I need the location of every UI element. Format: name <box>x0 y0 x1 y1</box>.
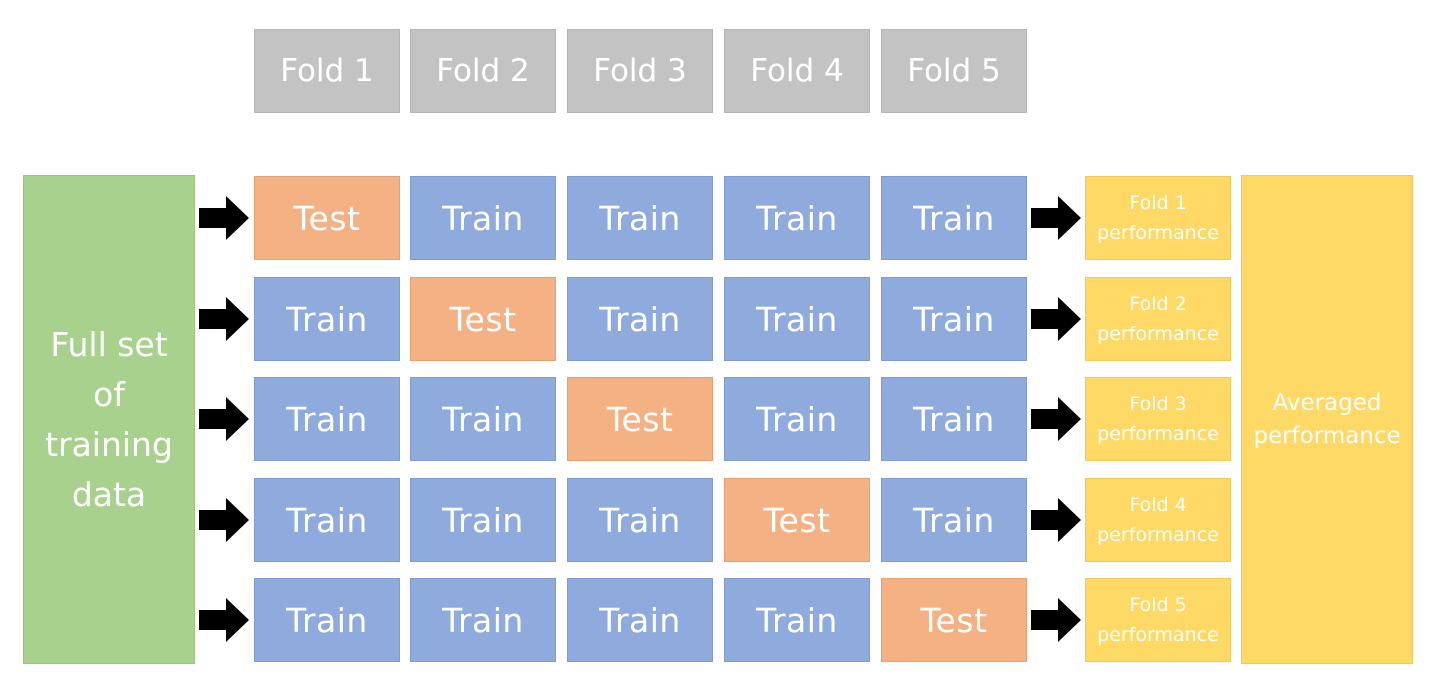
averaged-performance-block: Averaged performance <box>1241 175 1413 664</box>
train-cell: Train <box>410 377 556 461</box>
output-arrow-icon <box>1031 297 1081 341</box>
train-cell: Train <box>724 377 870 461</box>
input-arrow-icon <box>199 297 249 341</box>
fold-performance-box: Fold 4 performance <box>1085 478 1231 562</box>
train-cell: Train <box>724 176 870 260</box>
train-cell: Train <box>881 478 1027 562</box>
output-arrow-icon <box>1031 196 1081 240</box>
train-cell: Train <box>724 578 870 662</box>
train-cell: Train <box>724 277 870 361</box>
train-cell: Train <box>254 578 400 662</box>
test-cell: Test <box>410 277 556 361</box>
output-arrow-icon <box>1031 598 1081 642</box>
input-arrow-icon <box>199 196 249 240</box>
train-cell: Train <box>410 176 556 260</box>
train-cell: Train <box>881 377 1027 461</box>
fold-performance-box: Fold 3 performance <box>1085 377 1231 461</box>
test-cell: Test <box>881 578 1027 662</box>
test-cell: Test <box>567 377 713 461</box>
test-cell: Test <box>254 176 400 260</box>
header-fold-4: Fold 4 <box>724 29 870 113</box>
fold-performance-box: Fold 2 performance <box>1085 277 1231 361</box>
train-cell: Train <box>567 176 713 260</box>
train-cell: Train <box>567 277 713 361</box>
train-cell: Train <box>410 578 556 662</box>
header-fold-5: Fold 5 <box>881 29 1027 113</box>
full-training-data-block: Full set of training data <box>23 175 195 664</box>
train-cell: Train <box>254 478 400 562</box>
train-cell: Train <box>410 478 556 562</box>
train-cell: Train <box>567 478 713 562</box>
input-arrow-icon <box>199 498 249 542</box>
train-cell: Train <box>254 377 400 461</box>
output-arrow-icon <box>1031 498 1081 542</box>
header-fold-1: Fold 1 <box>254 29 400 113</box>
train-cell: Train <box>881 277 1027 361</box>
output-arrow-icon <box>1031 397 1081 441</box>
header-fold-2: Fold 2 <box>410 29 556 113</box>
fold-performance-box: Fold 5 performance <box>1085 578 1231 662</box>
input-arrow-icon <box>199 598 249 642</box>
test-cell: Test <box>724 478 870 562</box>
train-cell: Train <box>567 578 713 662</box>
train-cell: Train <box>254 277 400 361</box>
fold-performance-box: Fold 1 performance <box>1085 176 1231 260</box>
train-cell: Train <box>881 176 1027 260</box>
header-fold-3: Fold 3 <box>567 29 713 113</box>
input-arrow-icon <box>199 397 249 441</box>
